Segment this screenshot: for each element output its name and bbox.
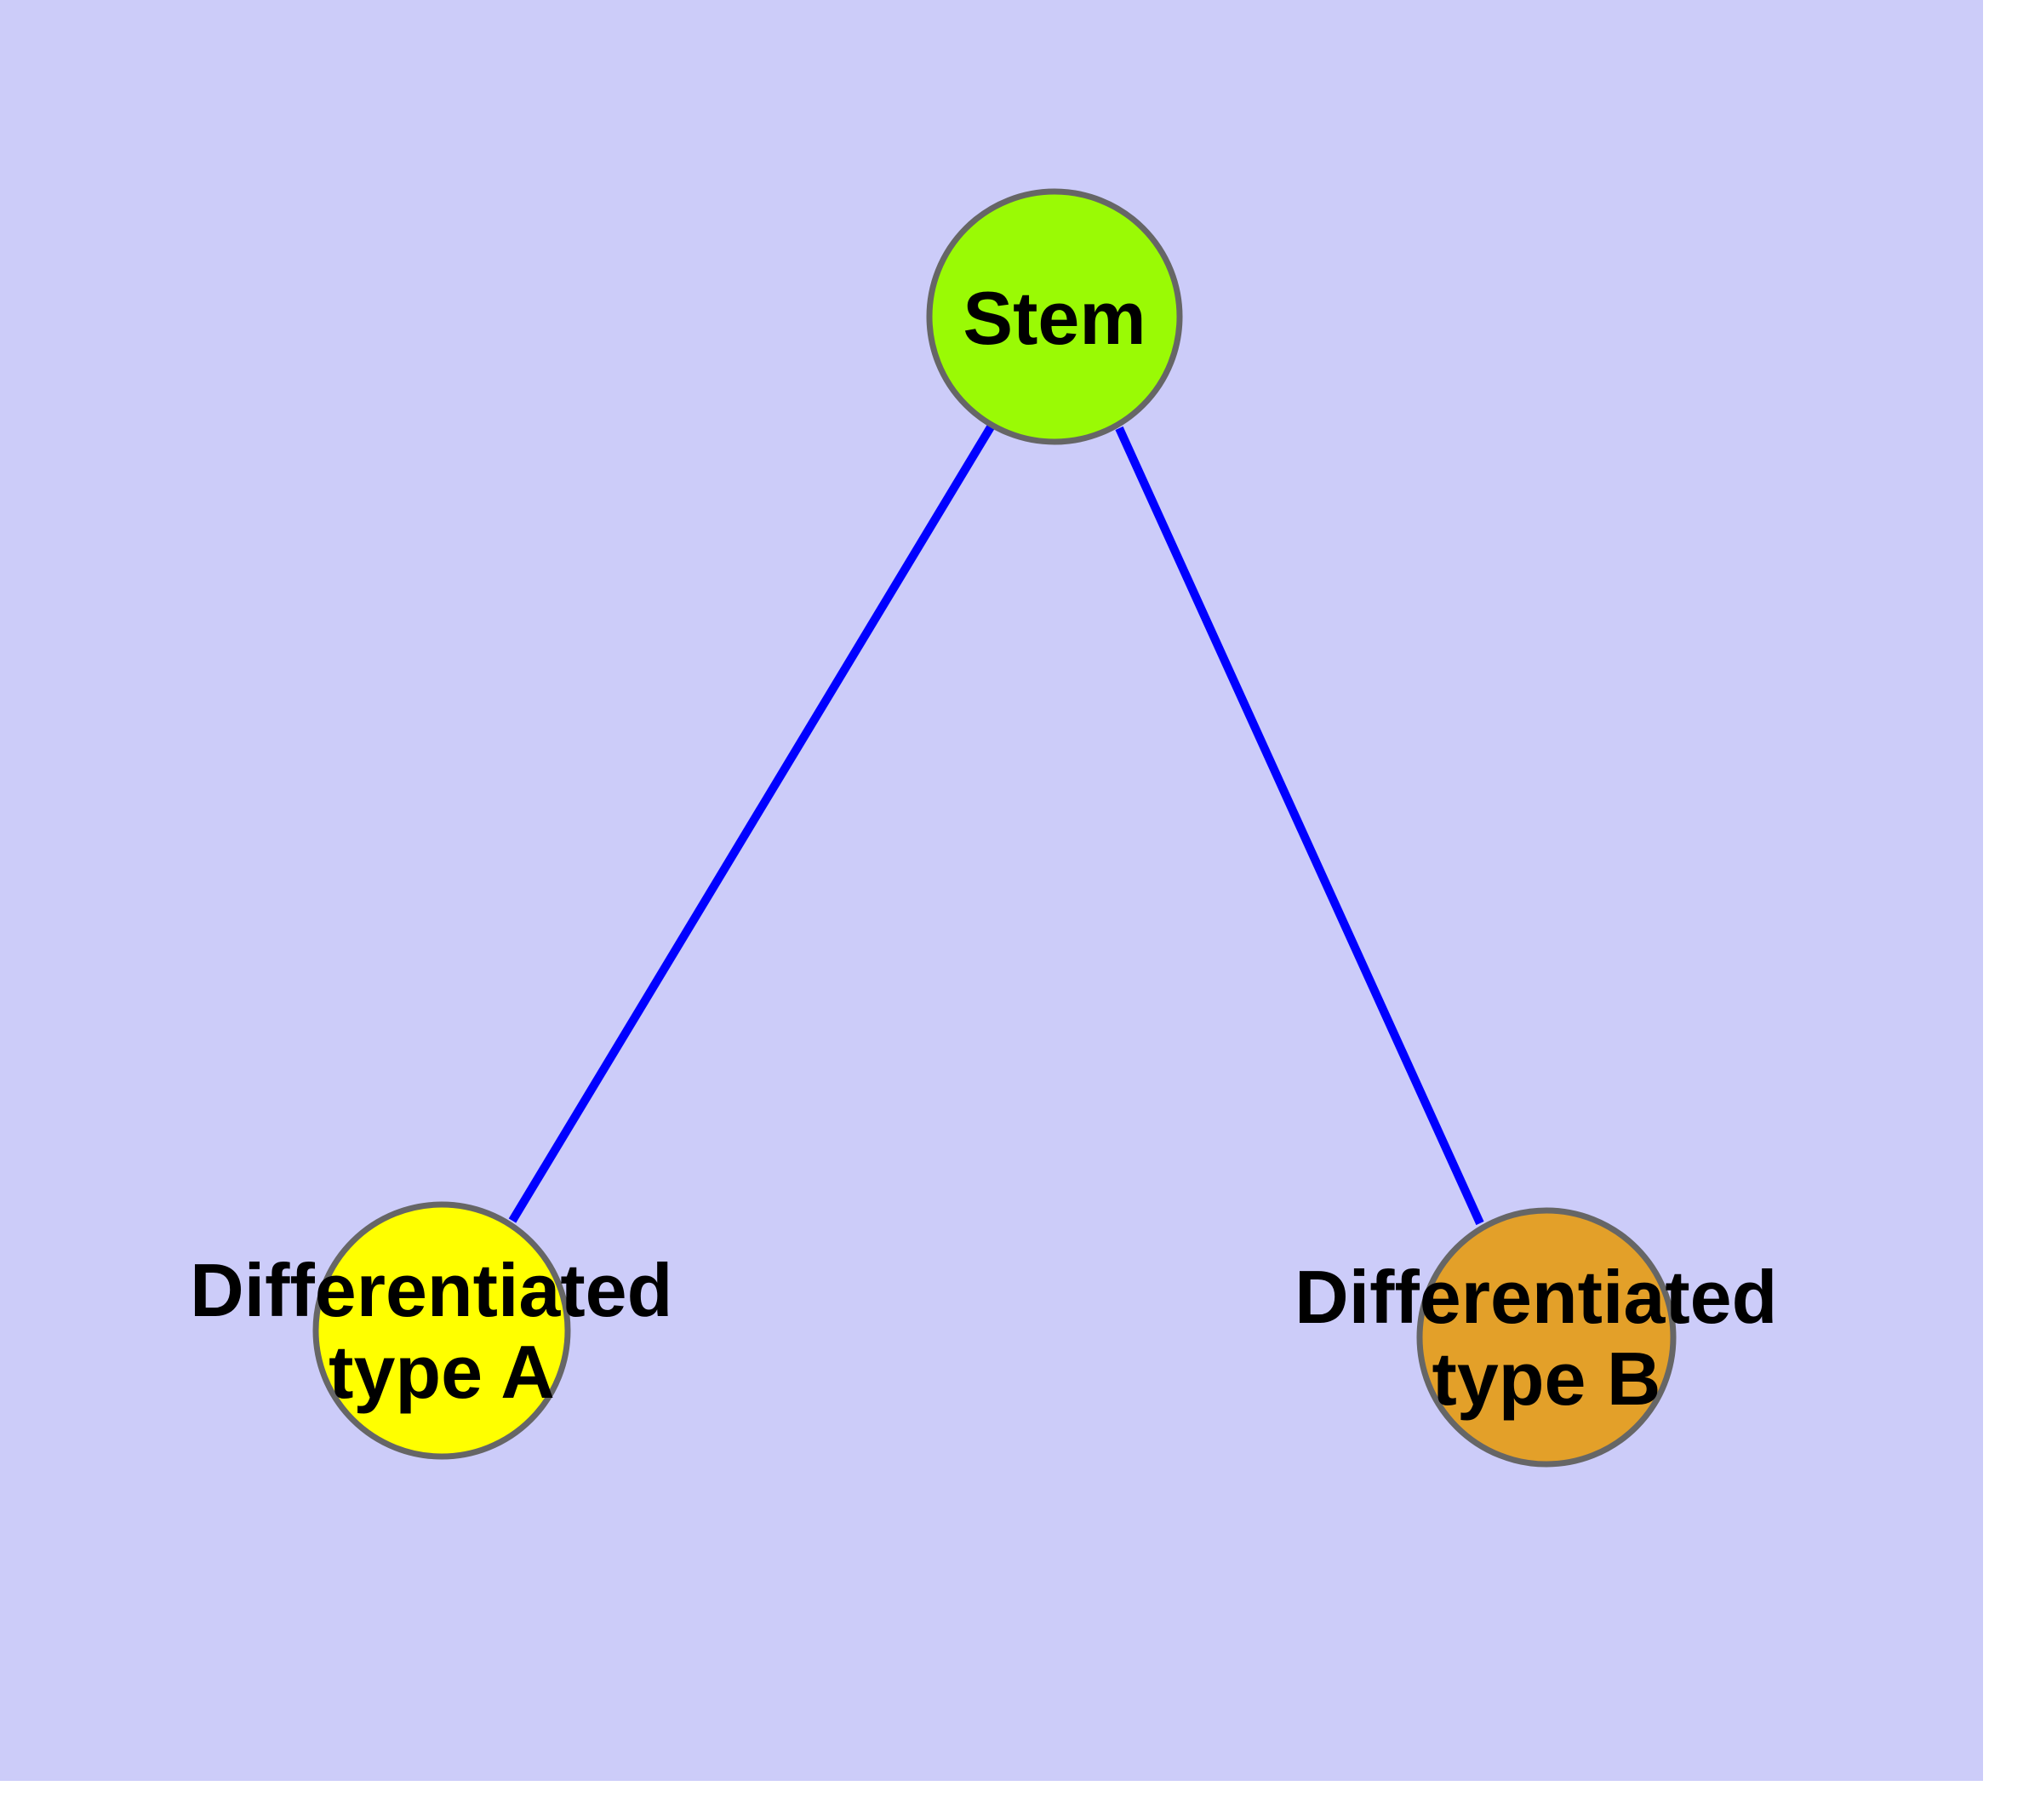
node-label-group: Stem Differentiated type A Differentiate… bbox=[190, 276, 1798, 1421]
node-circle-diff-a[interactable] bbox=[312, 1201, 571, 1460]
node-label-diff-a-line-1: Differentiated bbox=[190, 1248, 672, 1332]
edge-stem-to-diff-a[interactable] bbox=[508, 423, 996, 1223]
node-label-diff-a-line-2: type A bbox=[329, 1330, 555, 1414]
node-label-diff-b-line-1: Differentiated bbox=[1295, 1255, 1777, 1339]
node-group bbox=[312, 188, 1677, 1468]
node-label-diff-b: Differentiated type B bbox=[1295, 1255, 1798, 1421]
node-circle-stem[interactable] bbox=[926, 188, 1183, 445]
node-label-stem: Stem bbox=[963, 276, 1146, 360]
edge-stem-to-diff-b[interactable] bbox=[1115, 426, 1484, 1226]
node-label-stem-line-1: Stem bbox=[963, 276, 1146, 360]
node-label-diff-b-line-2: type B bbox=[1432, 1336, 1661, 1421]
node-circle-diff-b[interactable] bbox=[1416, 1207, 1677, 1468]
node-label-diff-a: Differentiated type A bbox=[190, 1248, 694, 1414]
edge-group bbox=[508, 423, 1484, 1226]
